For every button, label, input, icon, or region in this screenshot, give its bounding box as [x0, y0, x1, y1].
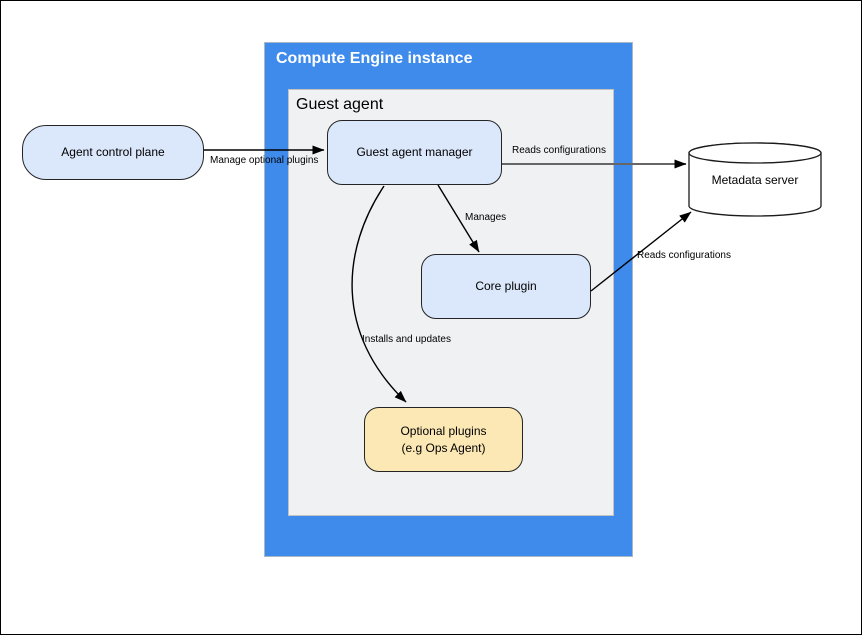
edge-label-installs-and-updates: Installs and updates — [362, 334, 451, 345]
metadata-server-label: Metadata server — [711, 173, 799, 187]
agent-control-plane-label: Agent control plane — [61, 145, 165, 159]
node-core-plugin: Core plugin — [421, 254, 591, 319]
edge-label-reads-configurations-core: Reads configurations — [637, 250, 731, 261]
node-optional-plugins: Optional plugins (e.g Ops Agent) — [364, 407, 523, 472]
core-plugin-label: Core plugin — [475, 279, 537, 293]
edge-label-manages: Manages — [465, 212, 507, 223]
compute-engine-instance-title: Compute Engine instance — [276, 50, 473, 67]
optional-plugins-sublabel: (e.g Ops Agent) — [401, 440, 486, 455]
guest-agent-manager-label: Guest agent manager — [356, 145, 473, 159]
guest-agent-title: Guest agent — [296, 96, 384, 113]
node-agent-control-plane: Agent control plane — [22, 125, 204, 180]
edge-label-manage-optional-plugins: Manage optional plugins — [210, 155, 319, 166]
optional-plugins-label: Optional plugins — [400, 423, 487, 438]
node-guest-agent-manager: Guest agent manager — [327, 120, 502, 185]
edge-label-reads-configurations-manager: Reads configurations — [512, 145, 606, 156]
